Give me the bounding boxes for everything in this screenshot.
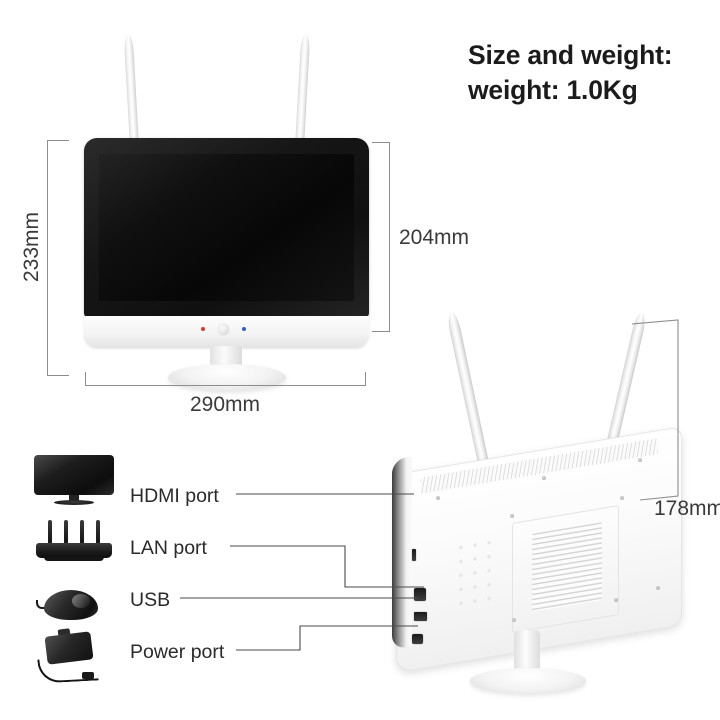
power-led-red (201, 327, 205, 331)
bracket-290-horizontal (85, 385, 366, 386)
screw-dot (542, 476, 546, 480)
bracket-233-vertical (47, 140, 48, 376)
screw-dot (512, 618, 516, 622)
power-port (412, 634, 423, 644)
mouse-body-shape (44, 590, 98, 620)
bracket-233-cap-top (47, 140, 69, 141)
screw-dot (510, 514, 514, 518)
tv-base-shape (54, 500, 94, 505)
status-led-blue (242, 327, 246, 331)
router-antenna-shape (64, 520, 68, 544)
device-rear-view (392, 300, 692, 705)
page-title: Size and weight: weight: 1.0Kg (468, 38, 718, 108)
router-foot-shape (44, 557, 104, 561)
leader-power (236, 625, 418, 651)
monitor-bezel (84, 138, 369, 318)
heading-line-2: weight: 1.0Kg (468, 74, 638, 105)
hdmi-port (412, 549, 416, 561)
dimension-label-204mm: 204mm (399, 226, 470, 249)
router-antenna-shape (80, 520, 84, 544)
mouse-cable-shape (36, 600, 49, 609)
router-body-shape (36, 543, 112, 558)
port-label-power: Power port (130, 641, 225, 663)
bracket-178 (631, 319, 679, 501)
power-adapter-icon (32, 628, 116, 684)
monitor-stand-base (168, 364, 286, 391)
leader-lan (230, 545, 424, 588)
bracket-204-vertical (389, 142, 390, 332)
screw-dot (638, 458, 642, 462)
power-button[interactable] (218, 324, 229, 335)
monitor-screen (99, 154, 354, 301)
screw-dot (614, 598, 618, 602)
dimension-label-290mm: 290mm (190, 393, 261, 416)
router-icon (30, 518, 118, 566)
bracket-233-cap-bottom (47, 375, 69, 376)
screw-dot (436, 496, 440, 500)
tv-screen-shape (34, 455, 114, 495)
mouse-icon (36, 586, 108, 626)
usb-port (414, 612, 427, 621)
monitor-front-view (84, 20, 369, 391)
bracket-204-cap-bottom (372, 331, 390, 332)
monitor-control-panel (84, 316, 369, 348)
router-antenna-shape (96, 520, 100, 544)
screw-dot (656, 586, 660, 590)
adapter-plug-shape (82, 672, 94, 679)
bracket-204-cap-top (372, 142, 390, 143)
bracket-290-cap-right (365, 372, 366, 386)
tv-neck-shape (69, 495, 79, 501)
router-antenna-shape (48, 520, 52, 544)
tv-icon (30, 455, 118, 507)
screw-dot (620, 496, 624, 500)
port-label-usb: USB (130, 589, 171, 611)
dimension-label-178mm: 178mm (654, 497, 720, 520)
heading-line-1: Size and weight: (468, 40, 673, 70)
port-label-lan: LAN port (130, 537, 207, 559)
mouse-highlight-shape (72, 594, 90, 608)
rear-stand-base (470, 668, 586, 694)
port-label-hdmi: HDMI port (130, 485, 219, 507)
bracket-290-cap-left (85, 372, 86, 386)
